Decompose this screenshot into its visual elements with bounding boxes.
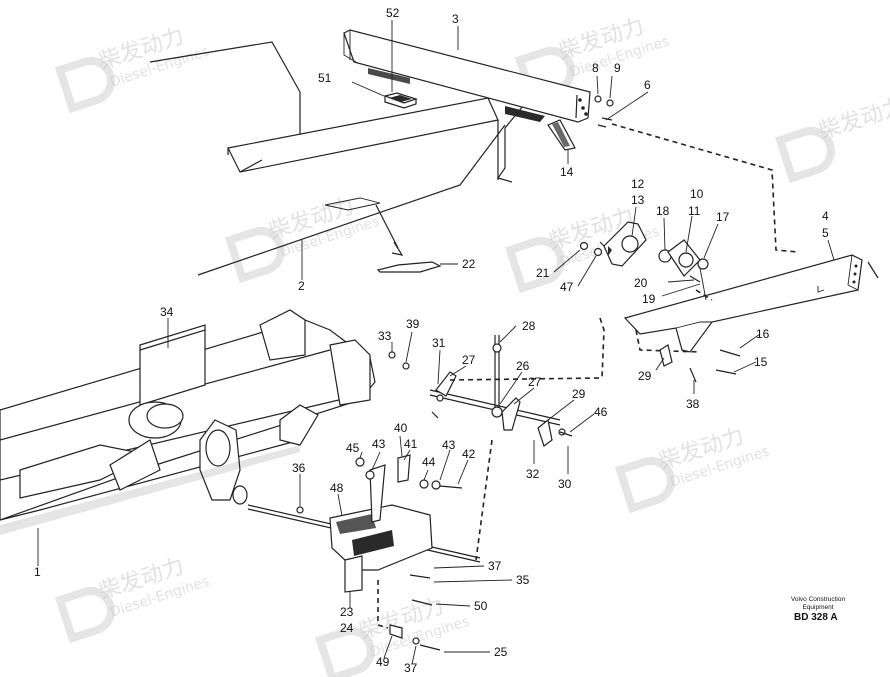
callout: 12 xyxy=(631,177,645,191)
callout: 32 xyxy=(526,467,540,481)
callout: 30 xyxy=(558,477,572,491)
callout: 27 xyxy=(462,353,476,367)
callout: 51 xyxy=(318,71,332,85)
callout: 41 xyxy=(404,437,418,451)
callout: 49 xyxy=(376,655,390,669)
bracket-4-5 xyxy=(623,254,879,353)
credit-line-1: Volvo Construction xyxy=(790,596,846,603)
callout: 39 xyxy=(406,317,420,331)
bracket-14 xyxy=(547,119,576,151)
callout: 27 xyxy=(528,375,542,389)
callout: 21 xyxy=(536,266,550,280)
callout: 34 xyxy=(160,305,174,319)
callout: 52 xyxy=(386,6,400,20)
callout: 37 xyxy=(404,661,418,675)
callout: 37 xyxy=(488,559,502,573)
callout: 43 xyxy=(372,437,386,451)
watermark: 柴发动力 Diesel-Engines xyxy=(54,24,211,114)
callout: 11 xyxy=(688,204,701,218)
linkage xyxy=(247,335,573,563)
route-line-link xyxy=(449,377,601,381)
callout: 35 xyxy=(516,573,530,587)
credit-line-2: Equipment xyxy=(802,604,834,611)
bolts-8-9 xyxy=(594,95,614,128)
frame xyxy=(0,309,376,535)
callout: 45 xyxy=(346,441,360,455)
callouts: 52 51 3 8 9 6 14 2 22 12 13 18 10 11 17 … xyxy=(34,6,835,675)
route-line-bracket xyxy=(635,329,701,353)
callout: 23 xyxy=(340,605,354,619)
callout: 44 xyxy=(422,455,436,469)
route-line-upper xyxy=(611,123,799,253)
callout: 46 xyxy=(594,405,608,419)
callout: 10 xyxy=(690,187,704,201)
gauge-assembly xyxy=(579,221,709,301)
watermark: 柴发动力 Diesel-Engines xyxy=(54,554,211,644)
callout: 19 xyxy=(642,292,656,306)
callout: 5 xyxy=(822,226,829,240)
callout: 31 xyxy=(432,336,446,350)
callout: 33 xyxy=(378,329,392,343)
callout: 3 xyxy=(452,12,459,26)
callout: 4 xyxy=(822,209,829,223)
callout: 47 xyxy=(560,280,574,294)
callout: 48 xyxy=(330,481,344,495)
callout: 38 xyxy=(686,397,700,411)
callout: 14 xyxy=(560,165,574,179)
callout: 20 xyxy=(634,276,648,290)
rear-plate xyxy=(343,29,591,123)
publisher-credit: Volvo Construction Equipment xyxy=(786,596,850,612)
callout: 28 xyxy=(522,319,536,333)
callout: 22 xyxy=(462,257,476,271)
callout: 16 xyxy=(756,327,770,341)
callout: 26 xyxy=(516,359,530,373)
callout: 29 xyxy=(572,387,586,401)
svg-text:柴发动力: 柴发动力 xyxy=(816,94,890,145)
callout: 17 xyxy=(716,210,730,224)
callout: 29 xyxy=(638,369,652,383)
pad-52 xyxy=(382,92,418,109)
document-id: BD 328 A xyxy=(794,612,838,623)
route-line-cable xyxy=(377,580,389,629)
callout: 50 xyxy=(474,599,488,613)
bolts-15-16-38 xyxy=(659,344,741,383)
callout: 36 xyxy=(292,461,306,475)
callout: 40 xyxy=(394,421,408,435)
watermark: 柴发动力 Diesel-Engines xyxy=(614,424,771,514)
route-line-lower xyxy=(475,439,493,561)
callout: 15 xyxy=(754,355,768,369)
callout: 2 xyxy=(298,279,305,293)
callout: 8 xyxy=(592,61,599,75)
callout: 43 xyxy=(442,438,456,452)
route-line-middle xyxy=(599,317,605,379)
route-line-19 xyxy=(695,289,713,301)
callout: 18 xyxy=(656,204,670,218)
callout: 1 xyxy=(34,565,41,579)
callout: 13 xyxy=(631,193,645,207)
plate-22 xyxy=(376,261,442,273)
watermark: 柴发动力 Diesel-Engines xyxy=(224,194,381,284)
watermark: 柴发动力 xyxy=(774,94,890,184)
callout: 9 xyxy=(614,61,621,75)
callout: 24 xyxy=(340,621,354,635)
callout: 42 xyxy=(462,447,476,461)
callout: 25 xyxy=(494,645,508,659)
callout: 6 xyxy=(644,78,651,92)
lever-assembly xyxy=(296,454,463,651)
